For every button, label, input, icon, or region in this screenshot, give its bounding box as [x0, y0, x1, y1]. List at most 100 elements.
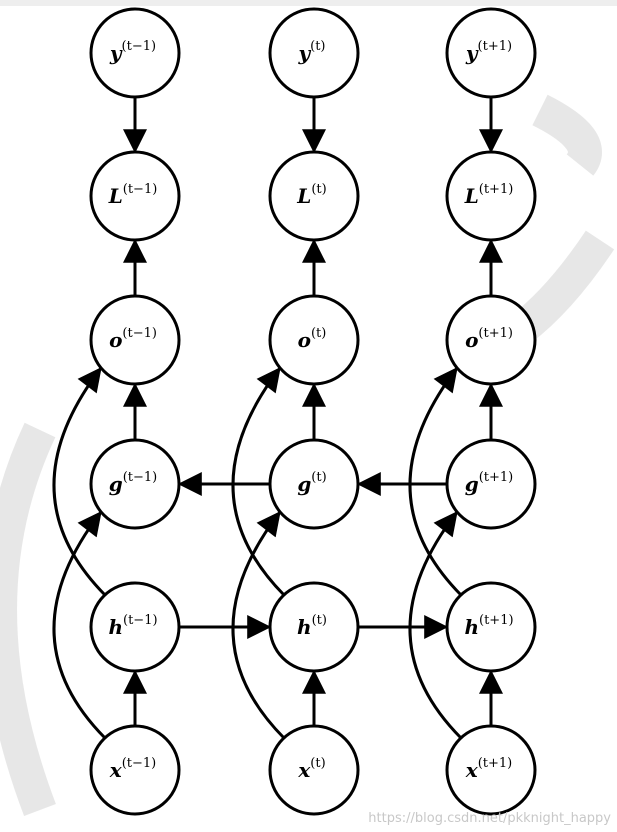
node-superscript: (t) [311, 326, 326, 341]
node-circle [89, 581, 181, 673]
node-circle [268, 150, 360, 242]
node-circle [445, 294, 537, 386]
node-label: g(t+1) [465, 470, 514, 496]
node-superscript: (t) [311, 470, 326, 485]
node-label: o(t−1) [109, 326, 157, 352]
nodes-layer: y(t−1)y(t)y(t+1)L(t−1)L(t)L(t+1)o(t−1)o(… [89, 7, 537, 816]
node-label: L(t−1) [108, 182, 158, 208]
node-o-t-1: o(t−1) [89, 294, 181, 386]
node-circle [445, 150, 537, 242]
edge-h1-to-o1 [231, 367, 286, 597]
node-circle [89, 7, 181, 99]
node-circle [445, 438, 537, 530]
edge-h0-to-o0 [52, 367, 107, 597]
top-border-strip [0, 0, 617, 6]
node-base-symbol: h [297, 615, 312, 639]
node-superscript: (t−1) [122, 39, 157, 54]
node-circle [89, 438, 181, 530]
node-base-symbol: y [298, 41, 312, 65]
node-h-t: h(t) [268, 581, 360, 673]
node-base-symbol: g [297, 472, 311, 496]
node-label: h(t) [297, 613, 327, 639]
node-base-symbol: o [109, 328, 122, 352]
node-g-t: g(t) [268, 438, 360, 530]
node-superscript: (t+1) [479, 613, 514, 628]
watermark-arc-top-right [532, 94, 602, 176]
node-circle [268, 438, 360, 530]
node-h-t-1: h(t−1) [89, 581, 181, 673]
node-L-t-1: L(t−1) [89, 150, 181, 242]
node-label: y(t) [298, 39, 326, 65]
node-label: h(t+1) [464, 613, 513, 639]
node-base-symbol: o [298, 328, 311, 352]
node-label: y(t+1) [465, 39, 512, 65]
node-circle [445, 7, 537, 99]
node-label: y(t−1) [109, 39, 156, 65]
node-superscript: (t+1) [479, 470, 514, 485]
node-x-t: x(t) [268, 724, 360, 816]
edge-x2-to-g2 [408, 511, 463, 740]
node-circle [89, 150, 181, 242]
node-g-t+1: g(t+1) [445, 438, 537, 530]
node-circle [89, 294, 181, 386]
watermark-url: https://blog.csdn.net/pkknight_happy [368, 811, 611, 826]
node-superscript: (t−1) [122, 756, 157, 771]
watermark-arc-left [0, 422, 56, 817]
node-base-symbol: x [109, 758, 123, 782]
node-label: L(t+1) [464, 182, 514, 208]
node-y-t: y(t) [268, 7, 360, 99]
edge-x1-to-g1 [231, 511, 286, 740]
node-superscript: (t+1) [479, 182, 514, 197]
node-superscript: (t−1) [123, 470, 158, 485]
node-circle [268, 724, 360, 816]
node-superscript: (t) [311, 182, 326, 197]
node-h-t+1: h(t+1) [445, 581, 537, 673]
node-base-symbol: h [464, 615, 479, 639]
node-superscript: (t) [310, 756, 325, 771]
node-base-symbol: L [296, 184, 311, 208]
node-superscript: (t−1) [122, 326, 157, 341]
edge-x0-to-g0 [52, 511, 107, 740]
watermark-arc-right [509, 230, 615, 344]
node-base-symbol: g [109, 472, 123, 496]
node-circle [445, 724, 537, 816]
node-o-t+1: o(t+1) [445, 294, 537, 386]
node-label: o(t+1) [465, 326, 513, 352]
node-x-t+1: x(t+1) [445, 724, 537, 816]
node-superscript: (t) [310, 39, 325, 54]
node-label: g(t−1) [109, 470, 158, 496]
node-superscript: (t+1) [478, 326, 513, 341]
node-o-t: o(t) [268, 294, 360, 386]
node-L-t+1: L(t+1) [445, 150, 537, 242]
node-x-t-1: x(t−1) [89, 724, 181, 816]
node-superscript: (t) [312, 613, 327, 628]
node-label: x(t+1) [465, 756, 512, 782]
node-label: g(t) [297, 470, 326, 496]
node-label: h(t−1) [108, 613, 157, 639]
node-label: o(t) [298, 326, 327, 352]
node-label: x(t−1) [109, 756, 156, 782]
node-circle [268, 7, 360, 99]
node-y-t+1: y(t+1) [445, 7, 537, 99]
node-superscript: (t−1) [123, 182, 158, 197]
node-circle [89, 724, 181, 816]
node-base-symbol: h [108, 615, 123, 639]
node-circle [268, 581, 360, 673]
edge-h2-to-o2 [408, 367, 463, 597]
node-circle [445, 581, 537, 673]
node-superscript: (t+1) [478, 39, 513, 54]
node-g-t-1: g(t−1) [89, 438, 181, 530]
node-base-symbol: x [297, 758, 311, 782]
node-y-t-1: y(t−1) [89, 7, 181, 99]
node-base-symbol: y [109, 41, 123, 65]
node-base-symbol: g [465, 472, 479, 496]
node-base-symbol: L [108, 184, 123, 208]
node-base-symbol: y [465, 41, 479, 65]
node-superscript: (t+1) [478, 756, 513, 771]
node-base-symbol: o [465, 328, 478, 352]
node-base-symbol: x [465, 758, 479, 782]
node-base-symbol: L [464, 184, 479, 208]
node-circle [268, 294, 360, 386]
node-label: x(t) [297, 756, 325, 782]
